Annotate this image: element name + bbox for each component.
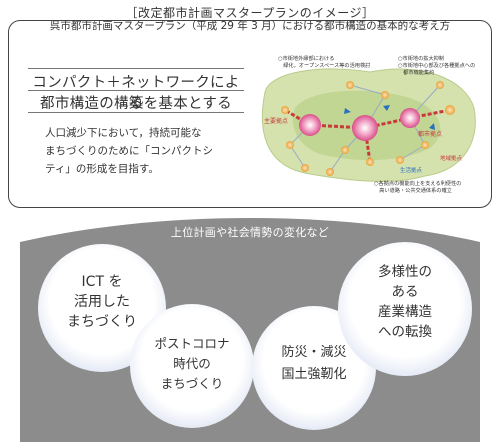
urban-structure-map: ○市街地外縁部における 緑化，オープンスペース等の活用検討 ○市街地の拡大抑制 … <box>261 54 476 194</box>
map-note-top-left-1: ○市街地外縁部における <box>278 54 334 62</box>
bubble-ict-line-1: ICT を <box>81 274 123 290</box>
map-note-bottom-2: 高い道路・公共交通体系の確立 <box>374 186 452 194</box>
main-hub-east <box>400 108 420 128</box>
map-label-main-hub: 主要拠点 <box>264 117 288 125</box>
headline-rule-bottom <box>28 112 244 113</box>
headline-rule-middle <box>28 90 244 91</box>
headline-line-2: 都市構造の構築を基本とする <box>40 96 232 112</box>
map-label-urban-hub: 都市拠点 <box>418 130 442 138</box>
body-text-line-2: まちづくりのために「コンパクトシ <box>45 145 213 157</box>
bubble-diversity-line-2: ある <box>391 284 419 300</box>
bubble-diversity-line-3: 産業構造 <box>378 304 432 320</box>
map-note-bottom-1: ○各拠点の機能向上を支える利便性の <box>374 179 461 187</box>
bubble-ict-line-3: まちづくり <box>67 314 137 330</box>
map-note-top-right-2: ○市街地中心部及び各種拠点への <box>398 61 475 69</box>
influence-heading: 上位計画や社会情勢の変化など <box>170 226 330 239</box>
bubble-post-corona: ポストコロナ 時代の まちづくり <box>130 304 254 428</box>
map-note-top-right-3: 都市機能集約 <box>398 68 434 76</box>
map-label-living-hub: 生活拠点 <box>400 166 423 174</box>
figure-caption: ［改定都市計画マスタープランのイメージ］ <box>125 6 375 20</box>
headline-line-1: コンパクト＋ネットワークによる <box>32 75 240 112</box>
bubble-post-corona-line-2: 時代の <box>173 356 211 371</box>
headline-box: コンパクト＋ネットワークによる 都市構造の構築を基本とする <box>28 68 244 113</box>
body-text-line-1: 人口減少下において，持続可能な <box>45 127 202 139</box>
bubble-ict-line-2: 活用した <box>74 294 130 310</box>
bubble-diversity-line-1: 多様性の <box>378 264 432 280</box>
map-note-top-left-2: 緑化，オープンスペース等の活用検討 <box>278 61 370 69</box>
main-hub-center <box>352 115 378 141</box>
concentration-arrows <box>344 105 435 130</box>
map-note-top-right-1: ○市街地の拡大抑制 <box>398 54 444 62</box>
bubble-post-corona-line-3: まちづくり <box>160 376 224 391</box>
bubble-disaster-line-1: 防災・減災 <box>281 345 347 360</box>
living-nodes <box>281 81 455 176</box>
headline-rule-top <box>28 68 244 69</box>
bubble-post-corona-line-1: ポストコロナ <box>154 336 230 351</box>
panel-title: 呉市都市計画マスタープラン（平成 29 年 3 月）における都市構造の基本的な考… <box>49 20 451 32</box>
main-hub-west <box>299 114 321 136</box>
map-label-regional-hub: 地域拠点 <box>440 154 463 162</box>
bubble-diversity-line-4: への転換 <box>378 324 432 340</box>
body-text-line-3: ティ」の形成を目指す。 <box>45 163 159 175</box>
bubble-disaster-line-2: 国土強靭化 <box>281 367 347 382</box>
bubble-diversity: 多様性の ある 産業構造 への転換 <box>338 242 472 376</box>
